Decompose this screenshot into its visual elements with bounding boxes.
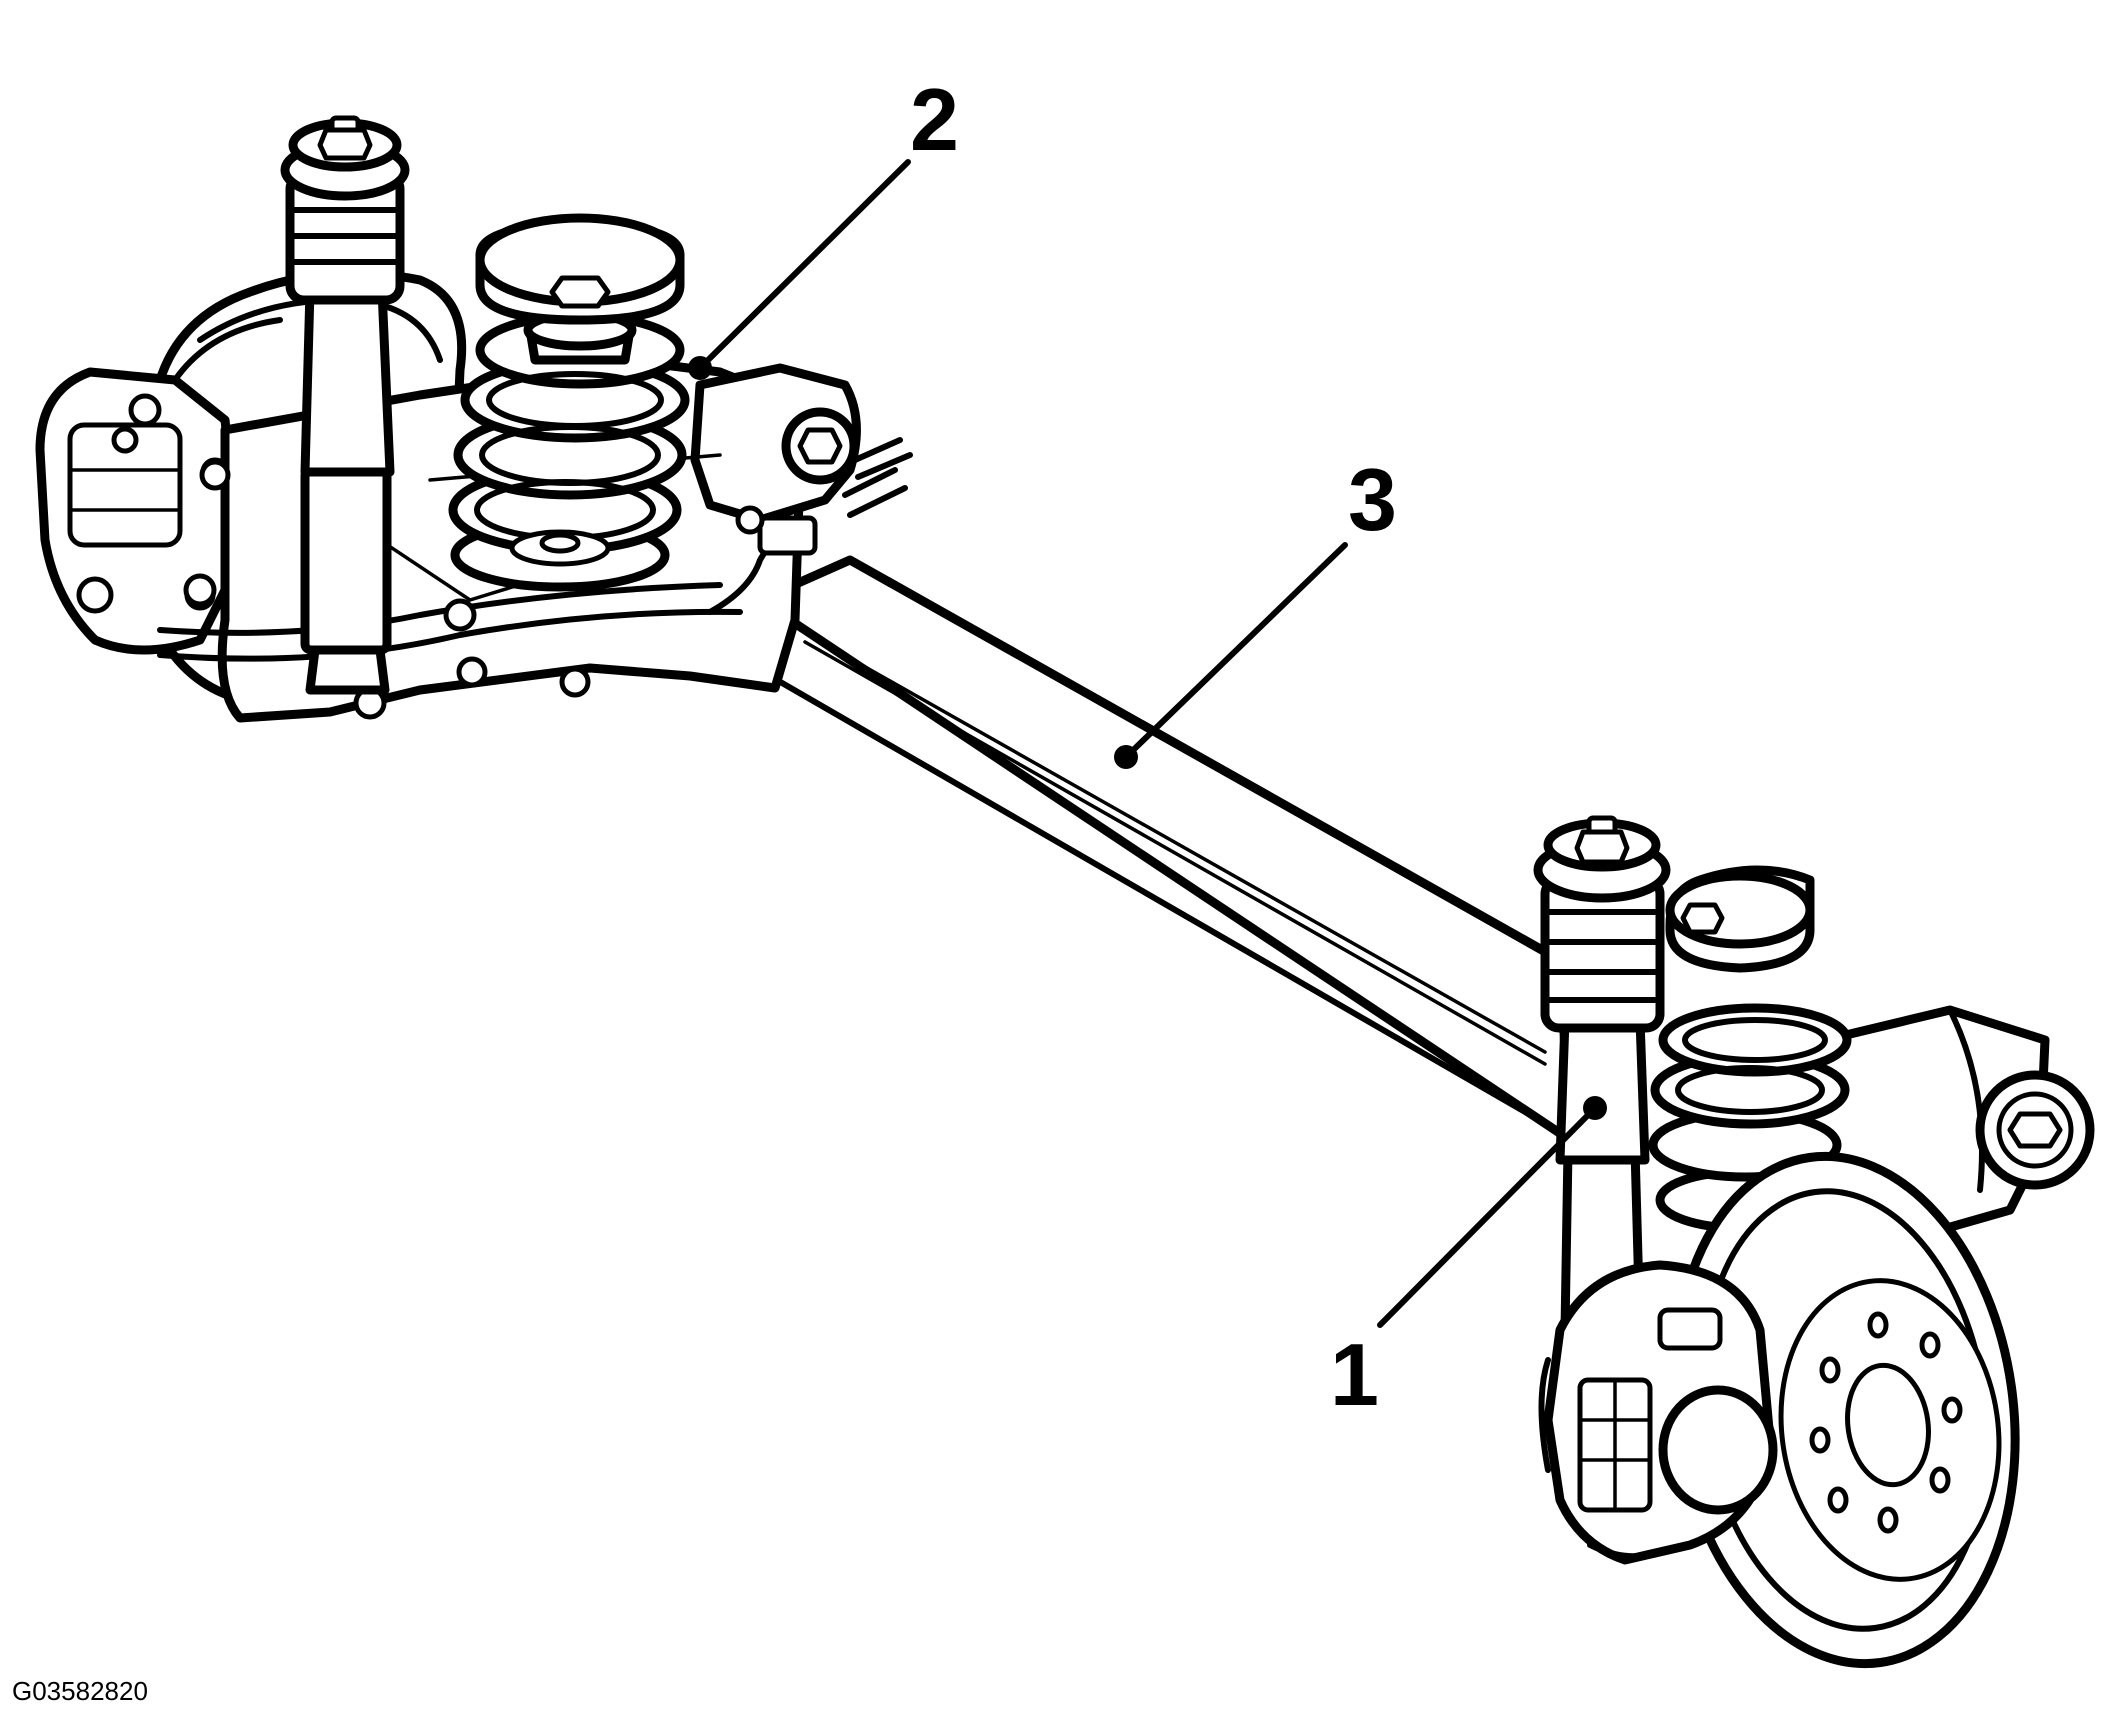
rear-axle-beam bbox=[755, 555, 1575, 1145]
brake-caliper-right bbox=[1538, 1260, 1778, 1565]
brake-disc-right bbox=[1670, 1151, 2020, 1669]
callout-number-1: 1 bbox=[1330, 1325, 1379, 1424]
figure-code: G03582820 bbox=[12, 1676, 148, 1706]
shock-absorber-left bbox=[280, 115, 410, 695]
coil-spring-left bbox=[448, 213, 690, 592]
leader-line-3 bbox=[1123, 542, 1348, 760]
callout-number-3: 3 bbox=[1348, 450, 1397, 549]
brake-caliper-left bbox=[35, 367, 245, 655]
callout-leaders bbox=[697, 159, 1598, 1328]
leader-line-1 bbox=[1377, 1105, 1598, 1328]
callout-number-2: 2 bbox=[910, 70, 959, 169]
leader-line-2 bbox=[697, 159, 911, 371]
